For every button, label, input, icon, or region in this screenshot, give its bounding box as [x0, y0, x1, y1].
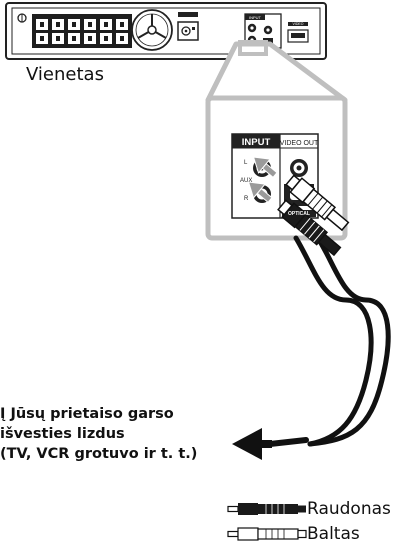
unit-label: Vienetas: [26, 64, 104, 85]
video-out-jack: [290, 159, 308, 177]
destination-line-1: Į Jūsų prietaiso garso: [0, 406, 174, 422]
panel-l-label: L: [244, 160, 248, 166]
panel-video-out-label: VIDEO OUT: [280, 140, 319, 147]
cooling-fan-icon: [131, 9, 173, 51]
insert-arrow-lower-icon: [247, 181, 273, 204]
red-rca-plug: [277, 199, 342, 257]
destination-line-2: išvesties lizdus: [0, 426, 125, 442]
speaker-terminals: [32, 14, 132, 48]
legend-red-label: Raudonas: [307, 499, 391, 519]
insert-arrows: [247, 156, 278, 204]
small-video-label: VIDEO: [293, 22, 304, 26]
destination-line-3: (TV, VCR grotuvo ir t. t.): [0, 446, 198, 462]
antenna-jack-icon: [17, 13, 27, 23]
panel-r-label: R: [244, 196, 249, 202]
panel-aux-label: AUX: [240, 178, 252, 184]
destination-label: Į Jūsų prietaiso garso išvesties lizdus …: [0, 404, 197, 464]
legend-white-label: Baltas: [307, 524, 360, 544]
fm-antenna-connector-icon: [177, 12, 199, 41]
rca-cable: [232, 229, 391, 460]
hdmi-port-icon: [287, 22, 309, 43]
panel-input-label: INPUT: [242, 137, 271, 148]
white-rca-plug: [285, 174, 350, 232]
unit-back-panel: [5, 2, 327, 60]
legend-red-plug-icon: [227, 503, 306, 515]
legend-white-plug-icon: [227, 527, 307, 541]
small-input-label: INPUT: [249, 15, 262, 20]
panel-optical-label: OPTICAL: [288, 211, 310, 217]
insert-arrow-upper-icon: [252, 156, 278, 179]
destination-arrow-icon: [232, 428, 262, 460]
